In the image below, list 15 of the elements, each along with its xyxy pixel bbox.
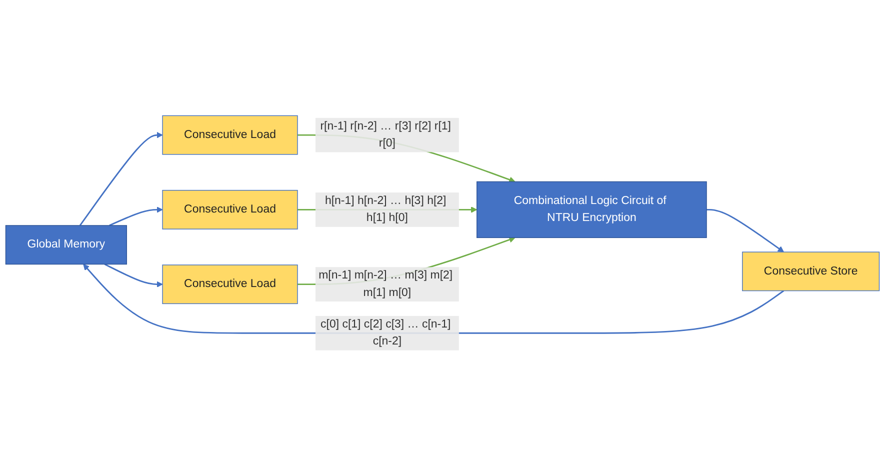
node-box: Global Memory bbox=[5, 225, 127, 265]
arrow bbox=[104, 264, 163, 288]
node-box: Consecutive Load bbox=[162, 264, 298, 304]
arrow bbox=[83, 264, 784, 334]
arrow bbox=[79, 132, 163, 226]
node-box: Consecutive Load bbox=[162, 115, 298, 155]
node-box: Consecutive Store bbox=[742, 252, 880, 292]
edge-label: r[n-1] r[n-2] … r[3] r[2] r[1] r[0] bbox=[320, 120, 451, 150]
node-box: Consecutive Load bbox=[162, 190, 298, 230]
node-box: Combinational Logic Circuit of NTRU Encryption bbox=[476, 181, 707, 238]
arrow bbox=[706, 208, 784, 252]
edge-label: h[n-1] h[n-2] … h[3] h[2] h[1] h[0] bbox=[324, 194, 446, 224]
arrow bbox=[109, 206, 163, 226]
edge-label: m[n-1] m[n-2] … m[3] m[2] m[1] m[0] bbox=[318, 269, 453, 299]
edge-label: c[0] c[1] c[2] c[3] … c[n-1] c[n-2] bbox=[320, 318, 451, 348]
